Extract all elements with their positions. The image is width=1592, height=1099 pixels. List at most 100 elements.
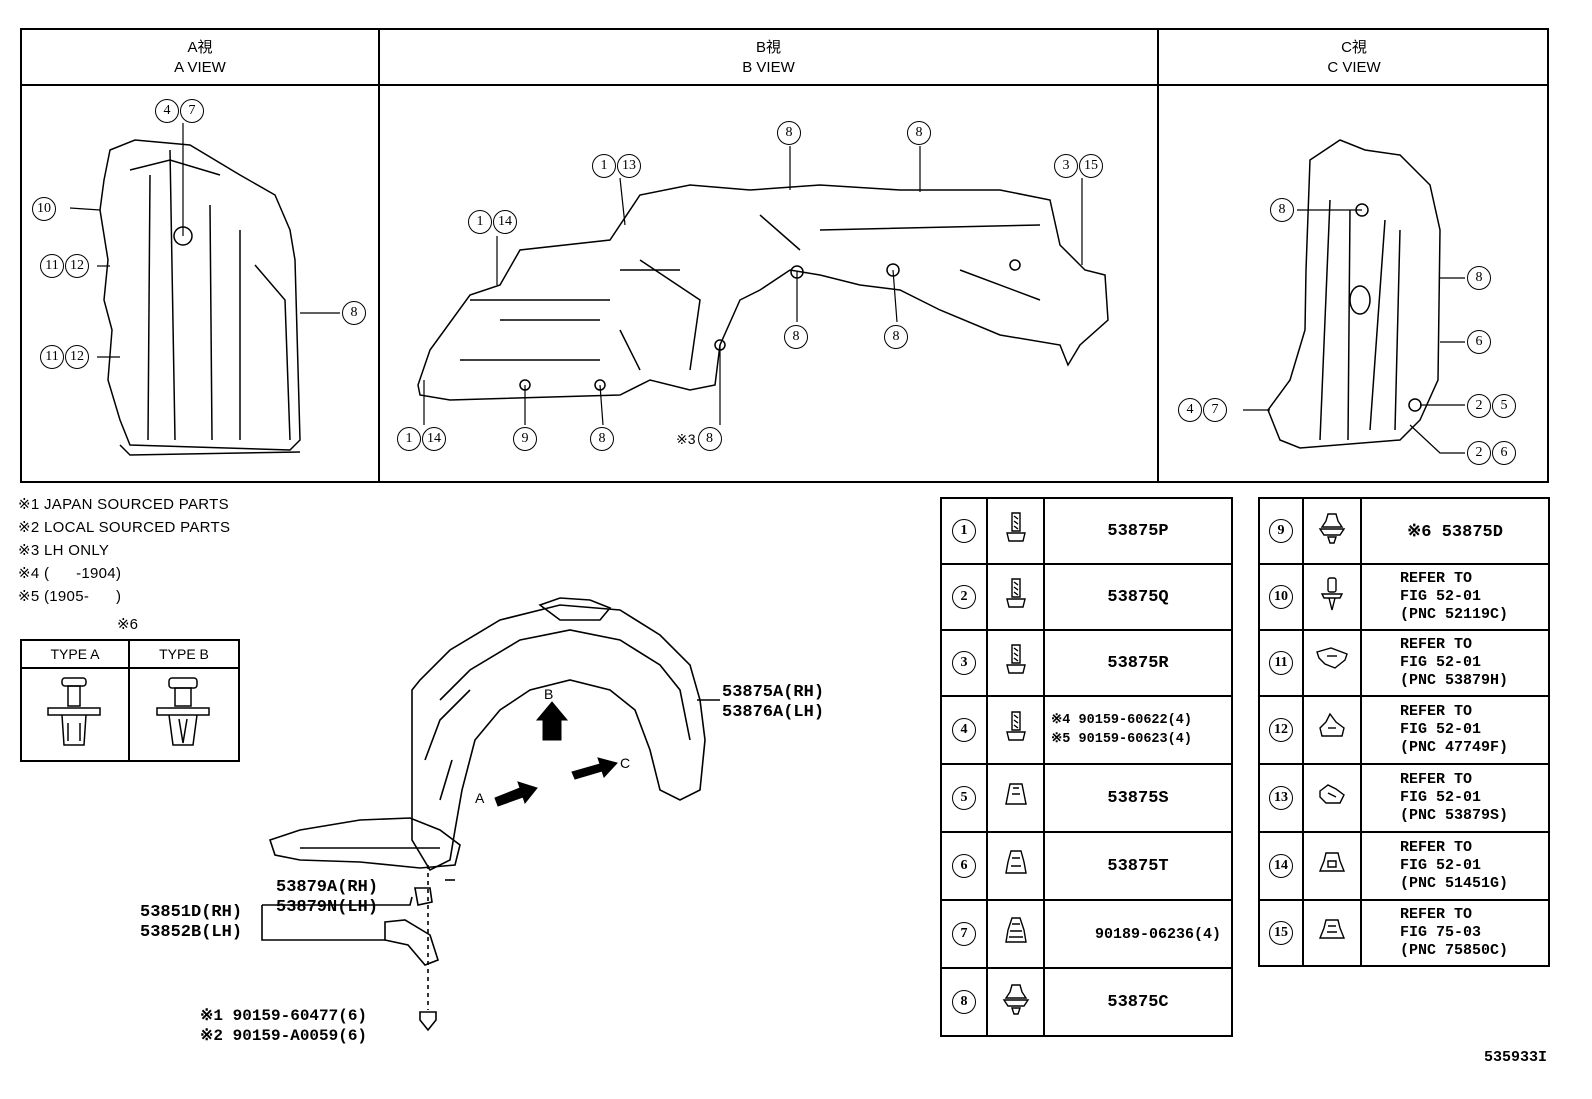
callout-number: 10	[1269, 585, 1293, 609]
view-c-drawing	[1267, 139, 1441, 449]
part-number-cell: 8	[940, 967, 988, 1037]
view-a-panel: A視 A VIEW	[22, 30, 380, 481]
part-number-cell: 5	[940, 763, 988, 833]
part-number-cell: 14	[1258, 831, 1304, 901]
view-a-drawing	[99, 139, 301, 456]
table-row: 2 53875Q	[940, 563, 1233, 631]
part-code-variant-5: ※5 90159-60623(4)	[1051, 732, 1192, 747]
callout-number: 15	[1269, 921, 1293, 945]
view-b-panel: B視 B VIEW	[380, 30, 1159, 481]
callout-b-1-14-top: 1 14	[468, 210, 517, 234]
leader-lines	[69, 123, 1465, 454]
callout-number: 12	[1269, 718, 1293, 742]
part-number-cell: 13	[1258, 763, 1304, 833]
callout-b-1-13: 1 13	[592, 154, 641, 178]
clip-part-labels: 53879A(RH) 53879N(LH)	[276, 878, 378, 918]
bolt-icon	[1005, 578, 1026, 608]
callout-c-2-6: 2 6	[1467, 441, 1516, 465]
callout-number: 8	[342, 301, 366, 325]
part-code-cell: 53875Q	[1043, 563, 1233, 631]
refer-line-2: FIG 52-01	[1400, 721, 1482, 738]
callout-number: 4	[155, 99, 179, 123]
table-row: 14 REFER TO FIG 52-01 (PNC 51451G)	[1258, 831, 1550, 901]
callout-number: 7	[952, 922, 976, 946]
nut-icon	[1004, 850, 1027, 874]
part-code-cell: 53875T	[1043, 831, 1233, 901]
callout-number: 6	[1467, 330, 1491, 354]
part-icon-cell	[1302, 831, 1362, 901]
part-code-cell: 90189-06236(4)	[1043, 899, 1233, 969]
part-icon-cell	[1302, 629, 1362, 697]
callout-number: 3	[952, 651, 976, 675]
callout-number: 11	[1269, 651, 1293, 675]
callout-number: 12	[65, 254, 89, 278]
callout-number: 12	[65, 345, 89, 369]
type-b-clip-cell	[128, 667, 240, 762]
table-row: 7 90189-06236(4)	[940, 899, 1233, 969]
table-row: 5 53875S	[940, 763, 1233, 833]
refer-line-2: FIG 75-03	[1400, 924, 1482, 941]
callout-number: 1	[468, 210, 492, 234]
view-a-header: A視 A VIEW	[22, 30, 378, 86]
callout-number: 6	[952, 854, 976, 878]
liner-rh-label: 53875A(RH)	[722, 683, 825, 702]
view-arrows	[494, 701, 618, 807]
part-code-cell: REFER TO FIG 75-03 (PNC 75850C)	[1360, 899, 1550, 967]
refer-line-1: REFER TO	[1400, 570, 1473, 587]
callout-number: 1	[592, 154, 616, 178]
callout-b-8-c: 8	[784, 325, 808, 349]
part-icon-cell	[986, 831, 1045, 901]
liner-part-labels: 53875A(RH) 53876A(LH)	[722, 683, 824, 723]
liner-lh-label: 53876A(LH)	[722, 703, 825, 722]
callout-a-11-12-top: 11 12	[40, 254, 89, 278]
view-b-title-jp: B視	[755, 39, 781, 56]
part-icon-cell	[986, 629, 1045, 697]
part-number-cell: 4	[940, 695, 988, 765]
callout-number: 14	[1269, 854, 1293, 878]
clip-icon	[1002, 984, 1029, 1015]
table-row: 4 ※4 90159-60622(4) ※5 90159-60623(4)	[940, 695, 1233, 765]
part-code-cell: REFER TO FIG 52-01 (PNC 47749F)	[1360, 695, 1550, 765]
parts-table-left: 1 53875P 2 53875Q 3 53875R 4 ※4 90159-60…	[940, 497, 1233, 1037]
bolt-local-label: ※2 90159-A0059(6)	[200, 1027, 368, 1045]
part-code-cell: ※4 90159-60622(4) ※5 90159-60623(4)	[1043, 695, 1233, 765]
nut-icon	[1004, 783, 1027, 805]
callout-number: 6	[1492, 441, 1516, 465]
view-c-title-en: C VIEW	[1327, 59, 1381, 76]
bolt-japan-label: ※1 90159-60477(6)	[200, 1007, 368, 1025]
refer-line-1: REFER TO	[1400, 906, 1473, 923]
part-number-cell: 7	[940, 899, 988, 969]
callout-a-8: 8	[342, 301, 366, 325]
callout-number: 2	[1467, 441, 1491, 465]
refer-line-2: FIG 52-01	[1400, 654, 1482, 671]
note-3: ※3 LH ONLY	[18, 542, 110, 559]
refer-line-1: REFER TO	[1400, 771, 1473, 788]
callout-number: 1	[952, 519, 976, 543]
callout-number: 4	[952, 718, 976, 742]
refer-line-1: REFER TO	[1400, 703, 1473, 720]
part-number-cell: 12	[1258, 695, 1304, 765]
callout-b-9: 9	[513, 427, 537, 451]
note-5: ※5 (1905- )	[18, 588, 122, 605]
callout-number: 8	[777, 121, 801, 145]
callout-number: 8	[697, 427, 722, 451]
table-row: 10 REFER TO FIG 52-01 (PNC 52119C)	[1258, 563, 1550, 631]
callout-number: 2	[1467, 394, 1491, 418]
arrow-b-label: B	[544, 686, 554, 702]
part-code-cell: 53875P	[1043, 497, 1233, 565]
part-icon-cell	[986, 763, 1045, 833]
part-code-cell: REFER TO FIG 52-01 (PNC 53879S)	[1360, 763, 1550, 833]
note-2: ※2 LOCAL SOURCED PARTS	[18, 519, 231, 536]
parts-table-right: 9 ※6 53875D 10 REFER TO FIG 52-01 (PNC 5…	[1258, 497, 1550, 967]
view-a-title-jp: A視	[187, 39, 213, 56]
part-number-cell: 2	[940, 563, 988, 631]
part-icon-cell	[1302, 563, 1362, 631]
callout-c-2-5: 2 5	[1467, 394, 1516, 418]
part-code-cell: REFER TO FIG 52-01 (PNC 53879H)	[1360, 629, 1550, 697]
part-icon-cell	[1302, 899, 1362, 967]
callout-number: 8	[590, 427, 614, 451]
callout-number: 15	[1079, 154, 1103, 178]
callout-number: 11	[40, 345, 64, 369]
callout-a-4-7: 4 7	[155, 99, 204, 123]
